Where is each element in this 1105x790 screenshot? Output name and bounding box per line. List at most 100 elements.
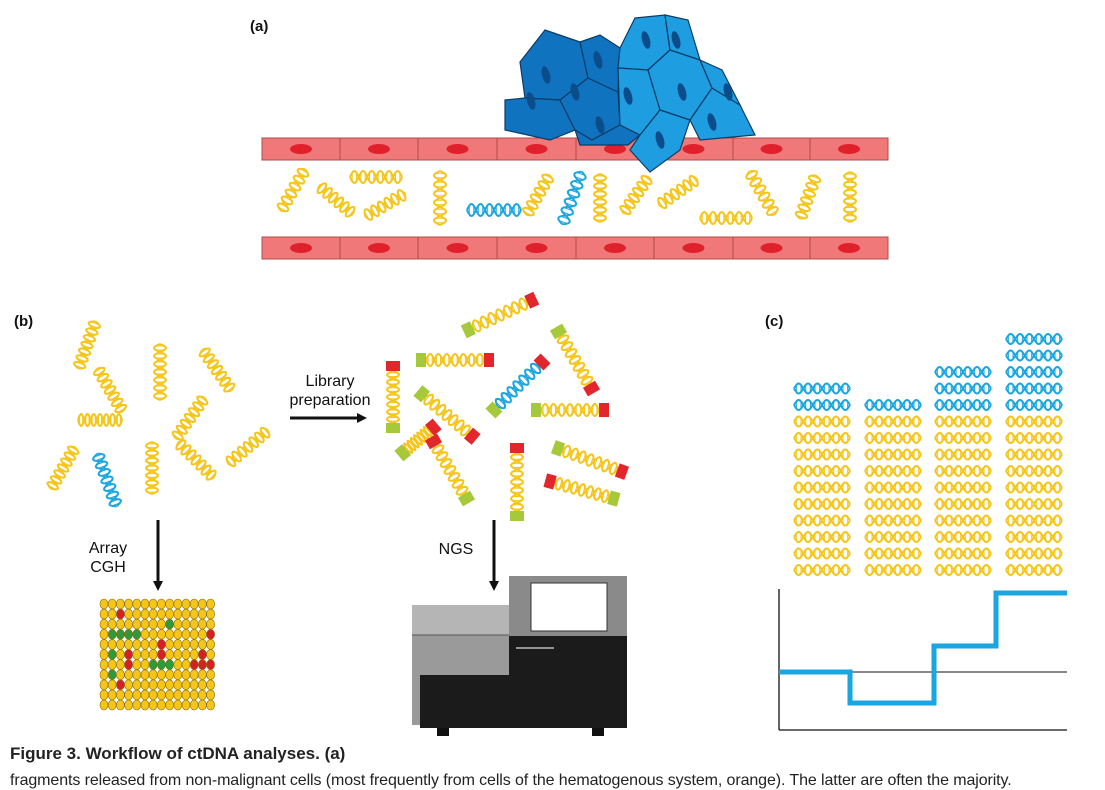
array-spot (206, 639, 215, 650)
array-spot (206, 689, 215, 701)
array-spot (140, 689, 150, 701)
array-spot (107, 598, 117, 610)
array-spot (99, 608, 109, 620)
array-spot (107, 679, 117, 691)
dna-helix-icon (171, 395, 209, 441)
array-spot (189, 649, 199, 660)
dna-helix-icon (1005, 481, 1063, 494)
array-spot (148, 669, 158, 681)
library-label-line1: Library (305, 373, 355, 390)
dna-helix-icon (793, 514, 851, 527)
dna-helix-icon (699, 210, 753, 226)
array-spot (157, 689, 166, 701)
cell-nucleus (525, 243, 548, 253)
array-spot (206, 679, 215, 691)
figure-caption: Figure 3. Workflow of ctDNA analyses. (a… (10, 744, 1100, 790)
array-spot (173, 699, 183, 711)
array-spot (181, 608, 191, 620)
array-spot (165, 699, 174, 711)
dna-helix-icon (509, 443, 525, 521)
cell-free-dna-fragments (276, 167, 858, 226)
array-spot (116, 689, 125, 701)
array-spot (148, 679, 158, 691)
array-spot (165, 689, 174, 701)
array-spot (116, 659, 125, 670)
array-spot (124, 689, 133, 701)
array-spot (148, 618, 158, 630)
array-spot (189, 628, 199, 640)
array-spot (140, 608, 150, 620)
array-spot (206, 608, 215, 620)
dna-helix-icon (1005, 332, 1063, 346)
panel-b-workflow (46, 291, 630, 736)
panel-c-label: (c) (765, 313, 784, 330)
array-spot (198, 659, 207, 670)
array-spot (173, 659, 183, 670)
array-spot (181, 628, 191, 640)
array-spot (181, 618, 191, 630)
copy-number-plot (778, 589, 1067, 731)
tumor-nucleus (671, 31, 681, 49)
dna-helix-icon (1005, 448, 1063, 461)
array-spot (165, 618, 174, 630)
array-spot (198, 608, 207, 620)
array-spot (132, 598, 142, 610)
array-spot (157, 608, 166, 620)
panel-a-blood-vessel (261, 14, 889, 260)
dna-helix-icon (460, 291, 540, 339)
array-spot (198, 679, 207, 691)
array-spot (148, 639, 158, 650)
array-spot (206, 628, 215, 640)
array-spot (189, 689, 199, 701)
array-spot (107, 639, 117, 650)
library-label-line2: preparation (289, 392, 371, 409)
array-spot (148, 608, 158, 620)
dna-helix-icon (424, 433, 476, 507)
dna-helix-icon (1005, 349, 1063, 362)
array-spot (132, 608, 142, 620)
array-spot (132, 639, 142, 650)
dna-helix-icon (793, 382, 851, 395)
array-spot (165, 628, 174, 640)
array-spot (124, 679, 133, 691)
array-spot (198, 669, 207, 681)
array-spot (198, 598, 207, 610)
array-spot (140, 628, 150, 640)
array-spot (189, 608, 199, 620)
caption-title: Figure 3. Workflow of ctDNA analyses. (a… (10, 744, 346, 763)
cell-nucleus (838, 243, 860, 253)
array-spot (181, 699, 191, 711)
tumor-nucleus (677, 83, 687, 101)
panel-c-copy-number (778, 332, 1067, 731)
dna-helix-icon (466, 202, 522, 218)
caption-text: fragments released from non-malignant ce… (10, 772, 1012, 789)
dna-stacks (793, 332, 1063, 577)
dna-helix-icon (276, 167, 310, 213)
dna-helix-icon (1005, 365, 1063, 379)
array-spot (181, 649, 191, 660)
array-spot (124, 669, 133, 681)
dna-helix-icon (485, 353, 551, 419)
vessel-wall-bottom (261, 236, 889, 260)
array-spot (173, 679, 183, 691)
dna-helix-icon (225, 426, 271, 468)
array-spot (148, 628, 158, 640)
array-spot (148, 689, 158, 701)
cell-nucleus (760, 144, 783, 154)
cell-nucleus (290, 144, 312, 154)
array-spot (189, 679, 199, 691)
array-spot (173, 639, 183, 650)
dna-helix-icon (864, 464, 922, 478)
dna-helix-icon (1005, 431, 1063, 445)
library-preparation-label: Library preparation (278, 372, 382, 410)
array-spot (99, 699, 109, 711)
array-spot (116, 669, 125, 681)
dna-helix-icon (1005, 464, 1063, 478)
array-spot (148, 699, 158, 711)
dna-helix-icon (794, 174, 822, 220)
array-spot (173, 689, 183, 701)
dna-helix-icon (934, 497, 992, 511)
array-spot (116, 608, 125, 620)
dna-helix-icon (934, 382, 992, 395)
tumor-nucleus (623, 87, 633, 105)
